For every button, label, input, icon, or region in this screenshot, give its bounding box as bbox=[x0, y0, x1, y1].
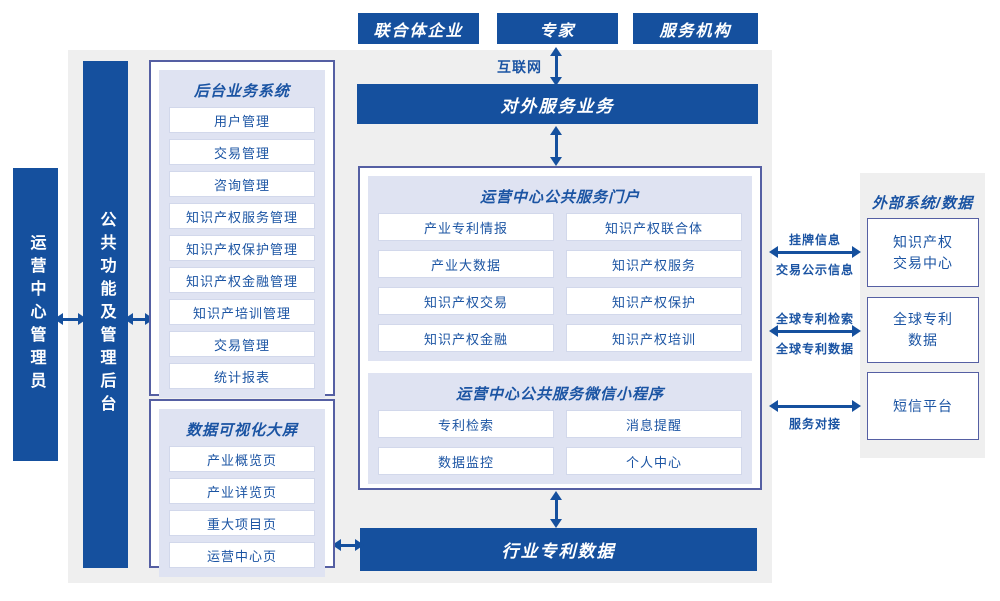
arrow-trade-center-icon bbox=[769, 246, 861, 258]
link-label-service-connect: 服务对接 bbox=[788, 417, 841, 431]
admin-backend-bar: 公共功能及管理后台 bbox=[83, 61, 128, 568]
actor-box-consortium: 联合体企业 bbox=[358, 13, 479, 44]
portal-item: 知识产权服务 bbox=[566, 250, 742, 278]
admin-backend-label: 公共功能及管理后台 bbox=[97, 211, 115, 418]
backend-item: 交易管理 bbox=[169, 139, 315, 165]
portal-box: 运营中心公共服务门户 产业专利情报 知识产权联合体 产业大数据 知识产权服务 知… bbox=[358, 166, 762, 490]
arrow-operator-to-admin-icon bbox=[54, 313, 87, 325]
backend-system-item-list: 用户管理 交易管理 咨询管理 知识产权服务管理 知识产权保护管理 知识产权金融管… bbox=[169, 107, 315, 389]
external-box-global-patent: 全球专利数据 bbox=[867, 297, 979, 363]
miniprogram-item: 数据监控 bbox=[378, 447, 554, 475]
dashboard-item: 运营中心页 bbox=[169, 542, 315, 568]
miniprogram-section: 运营中心公共服务微信小程序 专利检索 消息提醒 数据监控 个人中心 bbox=[368, 373, 752, 484]
dashboard-title: 数据可视化大屏 bbox=[185, 422, 298, 439]
external-service-label: 对外服务业务 bbox=[500, 96, 615, 116]
miniprogram-title: 运营中心公共服务微信小程序 bbox=[455, 386, 664, 403]
actor-label: 联合体企业 bbox=[373, 22, 464, 40]
external-panel-title: 外部系统/数据 bbox=[871, 195, 974, 212]
operator-label: 运营中心管理员 bbox=[27, 234, 45, 395]
backend-item: 用户管理 bbox=[169, 107, 315, 133]
industry-data-bar: 行业专利数据 bbox=[360, 528, 757, 571]
portal-item-grid: 产业专利情报 知识产权联合体 产业大数据 知识产权服务 知识产权交易 知识产权保… bbox=[378, 213, 742, 352]
backend-item: 咨询管理 bbox=[169, 171, 315, 197]
internet-arrow-icon bbox=[550, 47, 562, 86]
backend-item: 知识产培训管理 bbox=[169, 299, 315, 325]
link-label-trade-publicity: 交易公示信息 bbox=[775, 263, 854, 277]
portal-item: 产业大数据 bbox=[378, 250, 554, 278]
portal-section: 运营中心公共服务门户 产业专利情报 知识产权联合体 产业大数据 知识产权服务 知… bbox=[368, 176, 752, 361]
external-service-bar: 对外服务业务 bbox=[357, 84, 758, 124]
actor-label: 专家 bbox=[539, 22, 576, 40]
dashboard-section: 数据可视化大屏 产业概览页 产业详览页 重大项目页 运营中心页 bbox=[159, 409, 325, 577]
miniprogram-item: 消息提醒 bbox=[566, 410, 742, 438]
link-label-global-search: 全球专利检索 bbox=[775, 312, 854, 326]
arrow-global-patent-icon bbox=[769, 325, 861, 337]
dashboard-item-list: 产业概览页 产业详览页 重大项目页 运营中心页 bbox=[169, 446, 315, 568]
miniprogram-item: 个人中心 bbox=[566, 447, 742, 475]
portal-item: 产业专利情报 bbox=[378, 213, 554, 241]
industry-data-label: 行业专利数据 bbox=[501, 542, 616, 561]
link-label-listing-info: 挂牌信息 bbox=[788, 233, 841, 247]
external-box-label: 知识产权交易中心 bbox=[893, 233, 953, 271]
backend-system-box: 后台业务系统 用户管理 交易管理 咨询管理 知识产权服务管理 知识产权保护管理 … bbox=[149, 60, 335, 398]
arrow-dashboard-to-data-icon bbox=[332, 539, 364, 551]
arrow-sms-icon bbox=[769, 400, 861, 412]
portal-item: 知识产权交易 bbox=[378, 287, 554, 315]
arrow-admin-to-backend-icon bbox=[124, 313, 154, 325]
arrow-service-to-portal-icon bbox=[550, 126, 562, 166]
external-box-sms: 短信平台 bbox=[867, 372, 979, 440]
actor-box-expert: 专家 bbox=[497, 13, 618, 44]
backend-item: 知识产权保护管理 bbox=[169, 235, 315, 261]
backend-item: 交易管理 bbox=[169, 331, 315, 357]
operator-bar: 运营中心管理员 bbox=[13, 168, 58, 461]
portal-item: 知识产权培训 bbox=[566, 324, 742, 352]
dashboard-item: 产业详览页 bbox=[169, 478, 315, 504]
portal-item: 知识产权金融 bbox=[378, 324, 554, 352]
miniprogram-item-grid: 专利检索 消息提醒 数据监控 个人中心 bbox=[378, 410, 742, 475]
dashboard-box: 数据可视化大屏 产业概览页 产业详览页 重大项目页 运营中心页 bbox=[149, 399, 335, 577]
external-box-label: 全球专利数据 bbox=[893, 311, 953, 348]
portal-title: 运营中心公共服务门户 bbox=[479, 189, 640, 206]
portal-item: 知识产权保护 bbox=[566, 287, 742, 315]
backend-system-title: 后台业务系统 bbox=[193, 83, 290, 100]
internet-label: 互联网 bbox=[497, 59, 542, 75]
external-box-trade-center: 知识产权交易中心 bbox=[867, 218, 979, 287]
backend-item: 知识产权服务管理 bbox=[169, 203, 315, 229]
portal-item: 知识产权联合体 bbox=[566, 213, 742, 241]
arrow-portal-to-data-icon bbox=[550, 491, 562, 528]
backend-system-section: 后台业务系统 用户管理 交易管理 咨询管理 知识产权服务管理 知识产权保护管理 … bbox=[159, 70, 325, 398]
external-box-label: 短信平台 bbox=[893, 397, 953, 414]
dashboard-item: 产业概览页 bbox=[169, 446, 315, 472]
backend-item: 统计报表 bbox=[169, 363, 315, 389]
backend-item: 知识产权金融管理 bbox=[169, 267, 315, 293]
dashboard-item: 重大项目页 bbox=[169, 510, 315, 536]
miniprogram-item: 专利检索 bbox=[378, 410, 554, 438]
actor-label: 服务机构 bbox=[659, 22, 732, 40]
link-label-global-data: 全球专利数据 bbox=[775, 342, 854, 356]
actor-box-agency: 服务机构 bbox=[633, 13, 758, 44]
